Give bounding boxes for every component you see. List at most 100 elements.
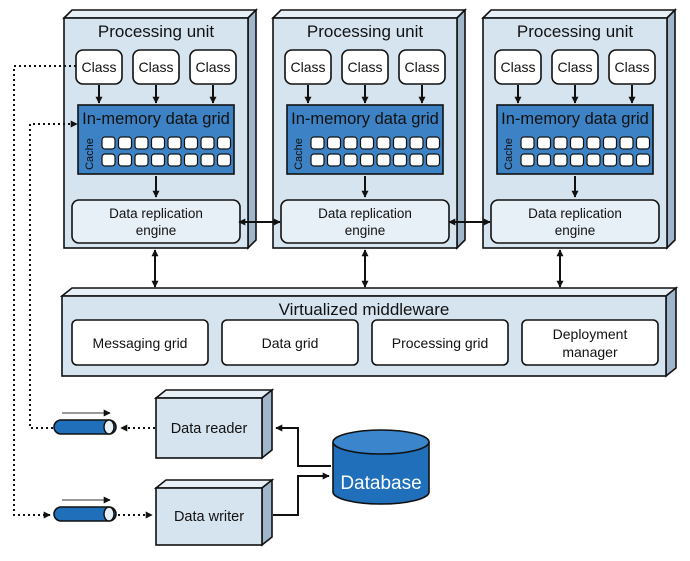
cache-cell bbox=[425, 153, 441, 167]
cache-cell bbox=[101, 136, 116, 150]
cache-cell bbox=[167, 153, 182, 167]
class-label: Class bbox=[614, 59, 649, 75]
processing-unit-title: Processing unit bbox=[517, 22, 634, 41]
replication-label-line2: engine bbox=[136, 223, 177, 238]
cache-cell bbox=[200, 136, 215, 150]
class-label: Class bbox=[81, 59, 116, 75]
cache-cell bbox=[376, 153, 391, 167]
cache-cell bbox=[359, 136, 375, 150]
reader-pipe-to-class-dotted bbox=[29, 120, 78, 429]
middleware-title: Virtualized middleware bbox=[279, 300, 450, 319]
messaging-grid-label: Messaging grid bbox=[93, 335, 188, 351]
cache-cell bbox=[376, 136, 391, 150]
data-writer-label: Data writer bbox=[174, 509, 244, 525]
writer-to-db-connector bbox=[273, 472, 330, 516]
cache-cell bbox=[635, 153, 651, 167]
in-memory-data-grid-label: In-memory data grid bbox=[82, 110, 230, 128]
cache-label: Cache bbox=[503, 138, 515, 170]
cache-cell bbox=[602, 153, 618, 167]
cache-cell bbox=[310, 153, 325, 167]
cache-cell bbox=[586, 153, 601, 167]
messaging-grid-box bbox=[71, 319, 209, 366]
class-label: Class bbox=[195, 59, 230, 75]
virtualized-middleware: Virtualized middleware Messaging grid Da… bbox=[59, 286, 679, 378]
cache-cell bbox=[150, 136, 166, 150]
cache-cell bbox=[167, 136, 182, 150]
cache-cell bbox=[569, 153, 585, 167]
cache-cell bbox=[326, 153, 342, 167]
cache-cell bbox=[553, 136, 568, 150]
cache-cell bbox=[183, 136, 199, 150]
replication-label-line2: engine bbox=[345, 223, 386, 238]
class-label: Class bbox=[404, 59, 439, 75]
class-box bbox=[284, 49, 332, 85]
class-box bbox=[398, 49, 446, 85]
cache-cell bbox=[343, 136, 358, 150]
cache-cell bbox=[409, 136, 424, 150]
database: Database bbox=[332, 429, 430, 505]
cache-cell bbox=[359, 153, 375, 167]
data-grid-label: Data grid bbox=[262, 335, 319, 351]
class-label: Class bbox=[347, 59, 382, 75]
database-label: Database bbox=[340, 473, 421, 494]
cache-cell bbox=[150, 153, 166, 167]
data-writer: Data writer bbox=[153, 478, 275, 547]
cache-cells bbox=[101, 136, 232, 167]
cache-cells bbox=[310, 136, 441, 167]
deployment-manager-label-line2: manager bbox=[562, 344, 618, 360]
cache-cell bbox=[586, 136, 601, 150]
cache-cell bbox=[536, 136, 552, 150]
cache-cell bbox=[520, 153, 535, 167]
replication-label-line1: Data replication bbox=[109, 206, 203, 221]
cache-cell bbox=[536, 153, 552, 167]
cache-cell bbox=[343, 153, 358, 167]
cache-cell bbox=[117, 136, 133, 150]
cache-cells bbox=[520, 136, 651, 167]
db-to-reader-connector bbox=[275, 424, 331, 467]
cache-cell bbox=[602, 136, 618, 150]
writer-pipe bbox=[53, 496, 117, 522]
class-box bbox=[494, 49, 542, 85]
cache-cell bbox=[619, 136, 634, 150]
processing-grid-label: Processing grid bbox=[392, 335, 489, 351]
class-box bbox=[132, 49, 180, 85]
data-reader-label: Data reader bbox=[171, 421, 248, 437]
replication-label-line2: engine bbox=[555, 223, 596, 238]
cache-cell bbox=[117, 153, 133, 167]
cache-cell bbox=[553, 153, 568, 167]
cache-cell bbox=[200, 153, 215, 167]
cache-label: Cache bbox=[84, 138, 96, 170]
processing-unit-title: Processing unit bbox=[98, 22, 215, 41]
cache-label: Cache bbox=[293, 138, 305, 170]
cache-cell bbox=[134, 153, 149, 167]
cache-cell bbox=[183, 153, 199, 167]
cache-cell bbox=[520, 136, 535, 150]
deployment-manager-label-line1: Deployment bbox=[553, 326, 628, 342]
class-label: Class bbox=[138, 59, 173, 75]
class-label: Class bbox=[290, 59, 325, 75]
data-replication-engine bbox=[490, 199, 660, 244]
reader-pipe bbox=[53, 409, 117, 435]
cache-cell bbox=[569, 136, 585, 150]
class-label: Class bbox=[500, 59, 535, 75]
cache-cell bbox=[216, 136, 232, 150]
cache-cell bbox=[409, 153, 424, 167]
cache-cell bbox=[425, 136, 441, 150]
deployment-manager-box bbox=[521, 319, 659, 366]
cache-cell bbox=[619, 153, 634, 167]
cache-cell bbox=[635, 136, 651, 150]
class-to-writer-pipe-dotted bbox=[13, 65, 76, 519]
cache-cell bbox=[392, 153, 408, 167]
cache-cell bbox=[392, 136, 408, 150]
processing-unit-title: Processing unit bbox=[307, 22, 424, 41]
cache-cell bbox=[101, 153, 116, 167]
class-box bbox=[608, 49, 656, 85]
replication-label-line1: Data replication bbox=[528, 206, 622, 221]
class-box bbox=[341, 49, 389, 85]
cache-cell bbox=[134, 136, 149, 150]
